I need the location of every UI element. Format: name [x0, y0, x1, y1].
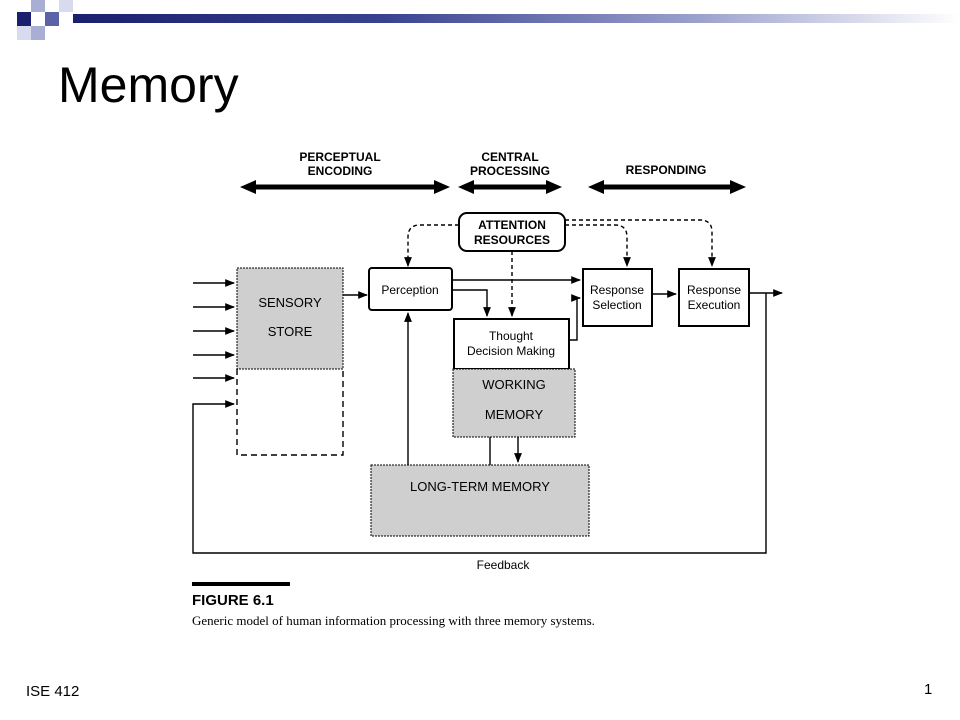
page-number: 1: [924, 681, 933, 698]
thought-line2: Decision Making: [467, 344, 555, 358]
response-selection-box: [582, 268, 653, 327]
response-execution-line1: Response: [687, 283, 741, 297]
perception-label: Perception: [381, 283, 438, 297]
long-term-memory-label: LONG-TERM MEMORY: [410, 479, 550, 494]
response-selection-line1: Response: [590, 283, 644, 297]
perception-box: [368, 267, 453, 311]
sensory-store-line1: SENSORY: [258, 295, 322, 310]
deco-square-dark: [17, 12, 31, 26]
response-execution-box: [678, 268, 750, 327]
thought-box: [453, 318, 570, 370]
thought-to-selection-arrow: [569, 294, 581, 341]
attention-line1: ATTENTION: [478, 218, 546, 232]
stage-arrow-perceptual: [240, 180, 450, 194]
perception-to-thought-arrow: [452, 289, 491, 317]
working-memory-line2: MEMORY: [485, 407, 544, 422]
header-gradient-bar: [73, 14, 960, 23]
sensory-store-line2: STORE: [268, 324, 313, 339]
deco-square-mid-2: [45, 12, 59, 26]
working-memory-line1: WORKING: [482, 377, 546, 392]
thought-line1: Thought: [489, 329, 534, 343]
stage-responding: RESPONDING: [626, 163, 707, 177]
deco-square-mid: [31, 26, 45, 40]
attention-arrows: [404, 219, 716, 317]
input-arrows: [193, 279, 235, 382]
long-term-memory-box: [370, 464, 590, 537]
stage-perceptual-line2: ENCODING: [308, 164, 373, 178]
slide-title: Memory: [58, 57, 239, 113]
caption-text: Generic model of human information proce…: [192, 613, 595, 628]
stage-central-line2: PROCESSING: [470, 164, 550, 178]
sensory-store-box: [236, 267, 344, 370]
stage-central-line1: CENTRAL: [481, 150, 538, 164]
deco-square-light-3: [59, 0, 73, 12]
attention-line2: RESOURCES: [474, 233, 550, 247]
response-selection-line2: Selection: [592, 298, 641, 312]
stage-arrow-responding: [588, 180, 746, 194]
stage-arrow-central: [458, 180, 562, 194]
response-execution-line2: Execution: [688, 298, 741, 312]
deco-square-light: [31, 0, 45, 12]
deco-square-light-2: [17, 26, 31, 40]
feedback-loop: [192, 293, 767, 554]
feedback-label: Feedback: [477, 558, 531, 572]
header-decoration: [0, 0, 960, 60]
sensory-store-dashed-extension: [236, 369, 344, 456]
caption-rule: [192, 582, 290, 586]
footer-course-label: ISE 412: [26, 683, 80, 700]
working-memory-box: [452, 368, 576, 438]
caption-label: FIGURE 6.1: [192, 592, 274, 609]
stage-perceptual-line1: PERCEPTUAL: [299, 150, 380, 164]
